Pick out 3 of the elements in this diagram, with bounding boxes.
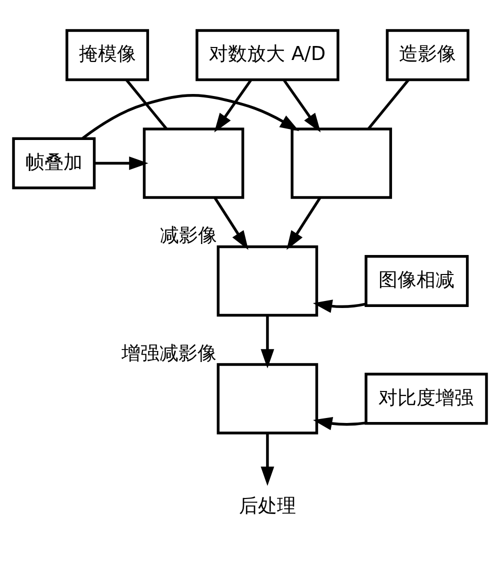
node-text: 后处理 — [238, 494, 296, 517]
node-label: 减影像 — [160, 224, 218, 247]
node-label: 增强减影像 — [121, 341, 216, 364]
